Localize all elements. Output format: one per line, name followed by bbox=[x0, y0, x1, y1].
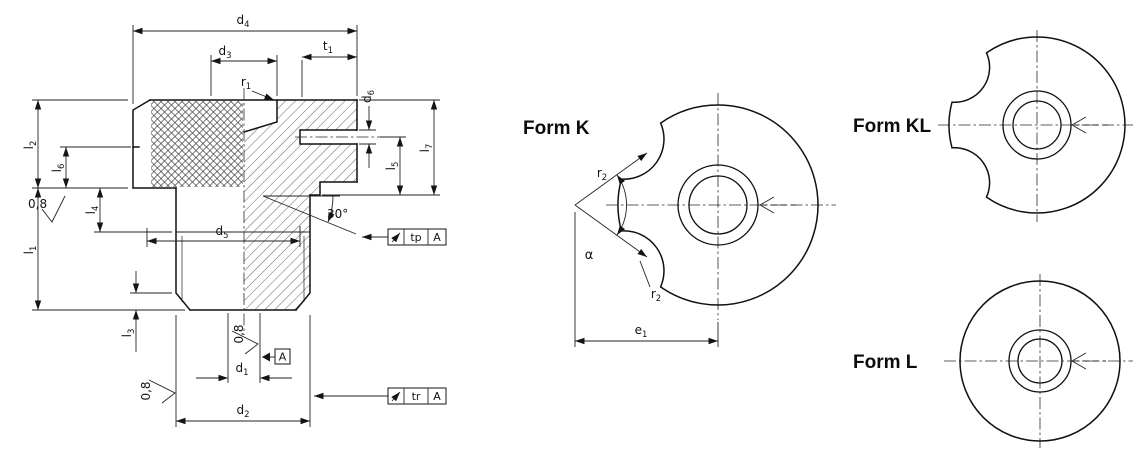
dim-l3-label: l3 bbox=[120, 329, 137, 338]
dim-d2-label: d2 bbox=[236, 403, 249, 420]
part-outline bbox=[132, 98, 358, 312]
dim-alpha-label: α bbox=[585, 248, 594, 263]
roughness-d2: 0,8 bbox=[139, 379, 176, 404]
dim-l5: l5 bbox=[380, 136, 406, 195]
dim-l7: l7 bbox=[322, 99, 440, 196]
form-k-outer-contour bbox=[617, 104, 819, 306]
dim-t1-label: t1 bbox=[323, 39, 333, 56]
dim-t1: t1 bbox=[301, 39, 357, 97]
dim-r2-upper-label: r2 bbox=[597, 166, 607, 183]
dim-d5: d5 bbox=[146, 224, 301, 247]
dim-d2: d2 bbox=[175, 315, 311, 427]
form-kl-hole-circle bbox=[1012, 100, 1062, 150]
gdt-tp-label: tp bbox=[410, 231, 421, 244]
gdt-tp-datum-label: A bbox=[433, 231, 441, 244]
dim-l4: l4 bbox=[84, 188, 172, 233]
form-kl-outer-contour bbox=[948, 36, 1126, 214]
dim-l1: l1 bbox=[22, 188, 185, 311]
dim-d6-label: d6 bbox=[360, 90, 377, 103]
gdt-frame-tr: tr A bbox=[314, 387, 447, 405]
dim-l6: l6 bbox=[50, 146, 131, 188]
dim-r2-upper: r2 bbox=[574, 152, 648, 206]
section-hatch-area bbox=[244, 100, 357, 310]
dim-d3-label: d3 bbox=[218, 44, 231, 61]
roughness-d1-icon bbox=[231, 330, 259, 355]
dim-l6-label: l6 bbox=[50, 164, 67, 173]
view-direction-arrow bbox=[1071, 116, 1108, 134]
view-direction-arrow bbox=[759, 196, 800, 214]
roughness-d1: 0,8 bbox=[231, 324, 259, 355]
datum-a: A bbox=[262, 348, 291, 365]
form-l-counterbore-circle bbox=[1008, 329, 1072, 393]
dim-alpha: α bbox=[585, 174, 627, 263]
form-kl-counterbore-circle bbox=[1002, 90, 1072, 160]
dim-l2-label: l2 bbox=[22, 141, 39, 150]
dim-l3: l3 bbox=[120, 271, 172, 352]
form-k-hole-circle bbox=[688, 175, 748, 235]
dim-r1-label: r1 bbox=[241, 75, 251, 92]
form-kl-label: Form KL bbox=[853, 116, 932, 137]
dim-l4-label: l4 bbox=[84, 206, 101, 215]
dim-l5-label: l5 bbox=[384, 162, 401, 171]
dim-r1: r1 bbox=[241, 75, 275, 101]
dim-e1: e1 bbox=[574, 212, 719, 347]
roughness-left-icon bbox=[41, 195, 66, 223]
gdt-tr-datum-label: A bbox=[433, 390, 441, 403]
dim-d1-label: d1 bbox=[235, 361, 248, 378]
runout-arrow-icon bbox=[391, 391, 401, 402]
dim-d6: d6 bbox=[359, 90, 377, 168]
gdt-tr-label: tr bbox=[412, 390, 421, 403]
knurl-texture bbox=[151, 101, 243, 187]
dim-d4-label: d4 bbox=[236, 13, 249, 30]
dim-r2-lower: r2 bbox=[574, 204, 661, 304]
section-view bbox=[132, 88, 380, 332]
form-k-counterbore-circle bbox=[677, 164, 759, 246]
datum-a-label: A bbox=[279, 351, 287, 364]
dim-d1: d1 bbox=[196, 313, 292, 383]
dim-l1-label: l1 bbox=[22, 246, 39, 255]
form-l-hole-circle bbox=[1017, 338, 1063, 384]
dim-angle-30: 30° bbox=[262, 195, 357, 235]
gdt-frame-tp: tp A bbox=[362, 228, 447, 246]
dim-angle-30-label: 30° bbox=[327, 207, 348, 221]
form-l-outer-contour bbox=[959, 280, 1121, 442]
dim-r2-lower-label: r2 bbox=[651, 287, 661, 304]
dim-d4: d4 bbox=[132, 13, 358, 104]
dim-d3: d3 bbox=[210, 44, 278, 96]
dim-l2: l2 bbox=[22, 99, 128, 189]
runout-arrow-icon bbox=[391, 232, 401, 243]
roughness-d2-icon bbox=[148, 379, 176, 404]
roughness-left-label: 0,8 bbox=[28, 197, 47, 211]
view-direction-arrow bbox=[1071, 352, 1106, 370]
form-k-label: Form K bbox=[523, 118, 590, 139]
form-l-label: Form L bbox=[853, 352, 918, 373]
roughness-d2-label: 0,8 bbox=[139, 381, 153, 400]
dimensions: d4 d3 t1 r1 d6 l7 bbox=[22, 13, 447, 427]
dim-d5-label: d5 bbox=[215, 224, 228, 241]
dim-l7-label: l7 bbox=[418, 144, 435, 153]
form-l-view: Form L bbox=[853, 274, 1133, 448]
form-kl-view: Form KL bbox=[853, 30, 1133, 222]
roughness-left: 0,8 bbox=[28, 195, 66, 223]
dim-e1-label: e1 bbox=[635, 323, 648, 340]
centerlines bbox=[243, 88, 380, 332]
form-k-view: Form K r2 r2 α e1 bbox=[523, 93, 836, 347]
datum-triangle-icon bbox=[262, 352, 270, 362]
